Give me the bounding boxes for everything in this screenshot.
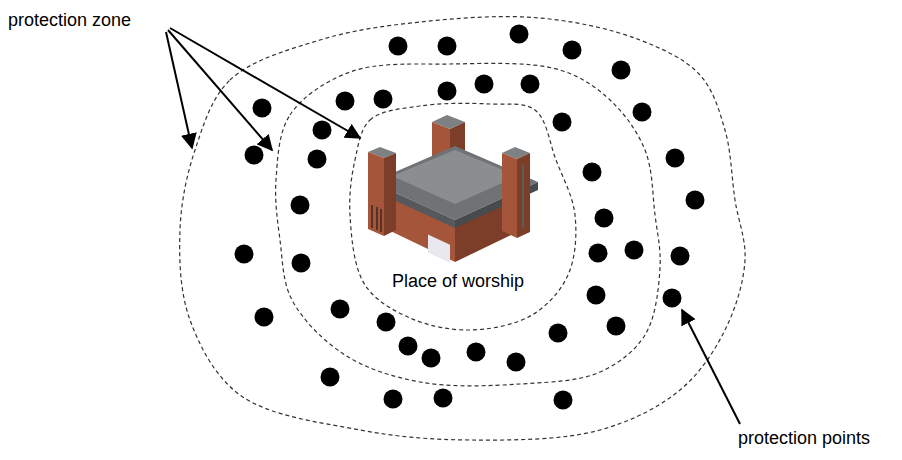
protection-point [438, 82, 457, 101]
protection-point [612, 61, 631, 80]
protection-point [308, 150, 327, 169]
protection-point [553, 113, 572, 132]
protection-point [686, 191, 705, 210]
leader-line [168, 30, 272, 150]
protection-point [607, 317, 626, 336]
protection-point [399, 337, 418, 356]
protection-point [377, 313, 396, 332]
protection-point [671, 247, 690, 266]
zone-outline [350, 103, 576, 330]
protection-point [510, 25, 529, 44]
protection-point [666, 149, 685, 168]
protection-points [235, 25, 705, 410]
building-label: Place of worship [392, 271, 524, 293]
points-label: protection points [738, 428, 870, 450]
protection-point [507, 353, 526, 372]
protection-point [321, 368, 340, 387]
protection-point [587, 286, 606, 305]
protection-point [291, 196, 310, 215]
protection-point [633, 103, 652, 122]
protection-point [331, 300, 350, 319]
zone-label: protection zone [8, 10, 131, 32]
protection-point [467, 343, 486, 362]
protection-point [554, 391, 573, 410]
protection-point [589, 244, 608, 263]
protection-point [422, 349, 441, 368]
protection-point [313, 121, 332, 140]
protection-point [434, 389, 453, 408]
protection-point [475, 75, 494, 94]
leader-line [166, 32, 192, 148]
zone-outline [180, 17, 745, 441]
protection-point [245, 146, 264, 165]
protection-point [235, 245, 254, 264]
protection-point [253, 99, 272, 118]
protection-zones [180, 17, 745, 441]
protection-point [563, 41, 582, 60]
protection-point [374, 90, 393, 109]
protection-point [292, 254, 311, 273]
worship-building [368, 115, 538, 263]
leader-line [170, 28, 360, 138]
zone-outline [276, 63, 661, 385]
leader-lines [166, 28, 740, 424]
protection-point [438, 37, 457, 56]
leader-line [682, 310, 740, 424]
protection-point [521, 75, 540, 94]
protection-point [583, 163, 602, 182]
protection-point [595, 209, 614, 228]
protection-point [389, 37, 408, 56]
protection-point [255, 308, 274, 327]
protection-point [336, 92, 355, 111]
protection-point [663, 289, 682, 308]
protection-point [625, 241, 644, 260]
protection-point [549, 324, 568, 343]
protection-point [384, 390, 403, 409]
